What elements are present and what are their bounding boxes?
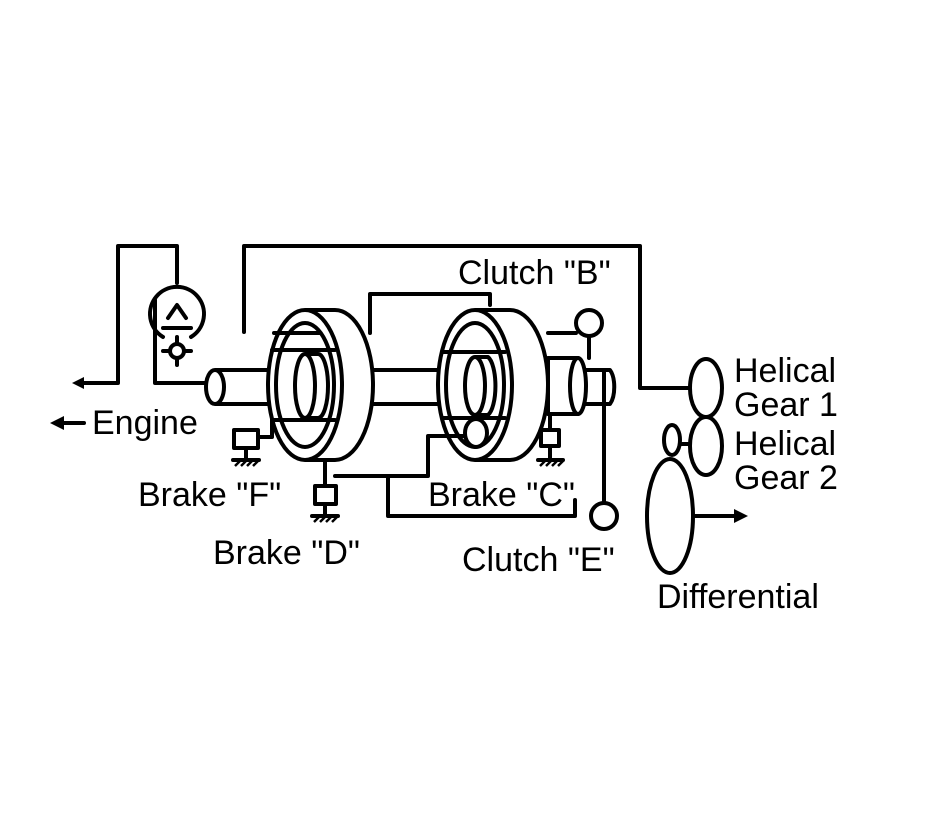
drum-link-lower: [333, 434, 467, 478]
clutch-e-label: Clutch "E": [462, 541, 615, 579]
clutch-e-lower-line: [386, 474, 577, 518]
helical-gear-1-label-line2: Gear 1: [734, 386, 838, 424]
brake-d-label: Brake "D": [213, 534, 360, 572]
differential: [645, 457, 748, 575]
brake-d-ground: [310, 458, 340, 523]
differential-label: Differential: [657, 578, 819, 616]
helical-gear-1-label-line1: Helical: [734, 352, 837, 390]
helical-gear-2: [662, 415, 724, 477]
clutch-e-top: [546, 308, 604, 360]
arrow-left-icon: [50, 416, 86, 430]
helical-gear-2-label-line1: Helical: [734, 425, 837, 463]
output-hub: [546, 356, 588, 416]
clutch-b-drum-link: [368, 292, 492, 335]
brake-f-label: Brake "F": [138, 476, 282, 514]
brake-f-ground: [231, 418, 274, 467]
brake-c-label: Brake "C": [428, 476, 575, 514]
torque-converter-icon: [148, 284, 216, 385]
clutch-b-label: Clutch "B": [458, 254, 611, 292]
helical-gear-2-label-line2: Gear 2: [734, 459, 838, 497]
helical-gear-1: [688, 357, 724, 419]
engine-input-line: [72, 244, 179, 389]
clutch-e-bottom: [589, 368, 619, 531]
planetary-set-1: [266, 308, 375, 462]
brake-c-ground: [536, 413, 565, 467]
engine-label: Engine: [92, 404, 198, 442]
clutch-b-line: [242, 244, 696, 390]
